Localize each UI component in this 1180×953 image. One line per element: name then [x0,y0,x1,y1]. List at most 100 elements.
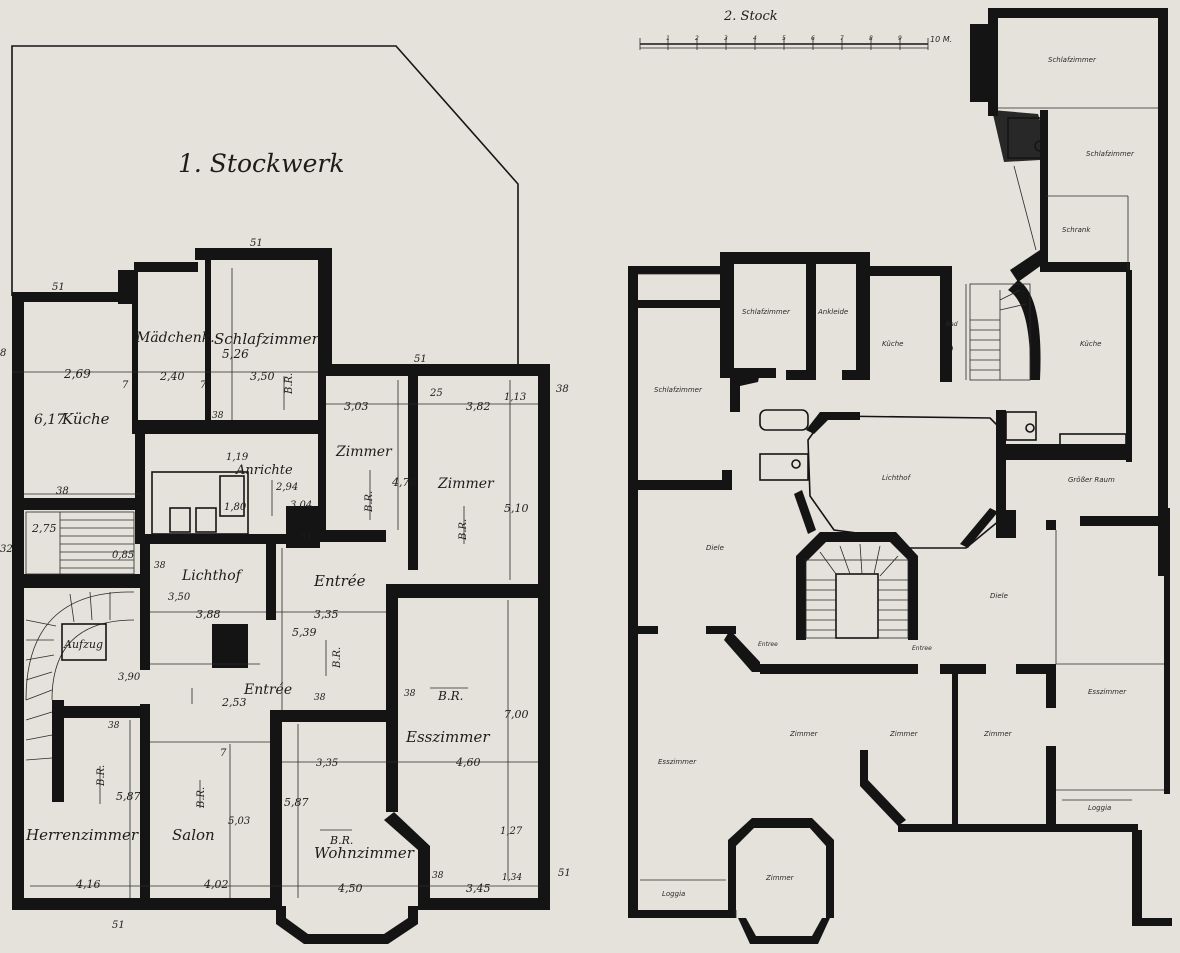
wc-1 [169,507,191,533]
svg-text:51: 51 [414,354,427,365]
stairs-plan2 [796,532,918,640]
svg-text:8: 8 [0,348,6,359]
svg-text:51: 51 [52,282,65,293]
wall-north-kueche [12,292,134,302]
p2-schlafzimmer-c: Schlafzimmer [742,308,791,316]
plan2-title: 2. Stock [723,9,778,24]
plan-1: 1. Stockwerk Mädchenk. Schlafzimmer Küch… [0,45,571,944]
plan1-title: 1. Stockwerk [178,149,344,178]
svg-text:2,53: 2,53 [221,696,247,709]
stairs-plan1 [25,511,135,761]
p2-zimmer-a: Zimmer [789,730,819,738]
svg-text:2: 2 [695,35,699,42]
svg-text:1,27: 1,27 [500,826,523,837]
room-maedchenkammer: Mädchenk. [135,330,215,346]
svg-text:3,04: 3,04 [290,500,312,511]
svg-text:3,45: 3,45 [466,882,491,895]
room-zimmer-1: Zimmer [335,444,393,460]
svg-text:51: 51 [112,920,125,931]
svg-text:38: 38 [432,871,444,881]
room-lichthof: Lichthof [181,568,244,584]
br-label-1: B.R. [284,373,295,395]
wall-west [12,294,24,906]
svg-text:51: 51 [250,238,263,249]
wall-north-schlaf [195,248,331,260]
svg-text:5,87: 5,87 [284,796,309,809]
elevator-shaft [61,623,107,661]
svg-text:2,75: 2,75 [31,522,57,535]
dimension-lines [12,268,540,898]
svg-text:38: 38 [314,693,326,703]
room-schlafzimmer: Schlafzimmer [214,330,320,348]
p2-esszimmer-a: Esszimmer [658,758,697,766]
p2-kueche-b: Küche [1080,340,1101,348]
svg-text:1,80: 1,80 [224,502,247,513]
room-herrenzimmer: Herrenzimmer [25,826,139,844]
br-label-4: B.R. [332,647,343,669]
room-aufzug: Aufzug [63,638,103,651]
svg-text:7: 7 [220,748,227,759]
svg-text:5: 5 [782,35,786,42]
p2-kueche-a: Küche [882,340,903,348]
p2-ankleide: Ankleide [817,308,848,316]
svg-text:32: 32 [0,544,13,555]
svg-text:1: 1 [666,35,670,42]
bathtub [759,409,809,431]
p2-schlafzimmer-d: Schlafzimmer [654,386,703,394]
svg-text:3,90: 3,90 [118,672,141,683]
svg-text:3,35: 3,35 [314,608,339,621]
svg-text:51: 51 [558,868,571,879]
room-zimmer-2: Zimmer [437,476,495,492]
plan-2: 2. Stock 1 2 3 4 5 6 7 8 9 10 M. [628,8,1172,944]
lichthof-outline [807,415,1001,549]
svg-text:2,40: 2,40 [159,370,185,383]
svg-text:10 M.: 10 M. [930,35,952,44]
svg-text:4,76: 4,76 [391,476,417,489]
svg-text:5,10: 5,10 [504,502,529,515]
dimension-numbers-plan1: 51 51 51 51 51 51 8 32 38 38 38 38 38 38… [0,238,571,931]
br-label-5: B.R. [437,689,463,703]
room-salon: Salon [172,826,215,844]
svg-text:4,16: 4,16 [75,878,101,891]
svg-text:2,69: 2,69 [63,367,91,381]
svg-text:2,94: 2,94 [275,482,298,493]
svg-text:4,50: 4,50 [337,882,363,895]
svg-text:7: 7 [200,380,207,391]
svg-text:6,17: 6,17 [34,412,65,428]
svg-text:38: 38 [212,411,224,421]
svg-text:7: 7 [122,380,129,391]
svg-text:3,03: 3,03 [344,400,369,413]
svg-text:3,82: 3,82 [466,400,491,413]
svg-text:3,50: 3,50 [250,370,275,383]
svg-text:5,03: 5,03 [228,816,250,827]
p2-loggia-b: Loggia [1088,804,1111,812]
room-wohnzimmer: Wohnzimmer [314,844,415,862]
svg-text:0,85: 0,85 [112,550,134,561]
bay-window [276,906,418,944]
br-label-3: B.R. [458,519,469,541]
p2-zimmer-b: Zimmer [889,730,919,738]
svg-text:5,39: 5,39 [292,626,317,639]
svg-text:25: 25 [429,388,443,399]
svg-text:8: 8 [869,35,873,42]
svg-text:4,60: 4,60 [455,756,481,769]
scale-bar: 1 2 3 4 5 6 7 8 9 10 M. [639,35,952,50]
p2-bad: Bad [946,321,958,328]
svg-text:38: 38 [404,689,416,699]
room-entree-1: Entrée [313,572,366,590]
svg-text:6: 6 [811,35,815,42]
svg-text:38: 38 [108,721,120,731]
svg-text:3,88: 3,88 [196,608,221,621]
p2-entree-a: Entree [758,641,778,648]
room-kueche: Küche [61,410,110,428]
plan2-room-labels: Schlafzimmer Schlafzimmer Schrank Schlaf… [654,56,1135,898]
br-label-2: B.R. [364,491,375,513]
svg-text:1,13: 1,13 [504,392,526,403]
p2-entree-b: Entree [912,645,932,652]
p2-zimmer-d: Zimmer [765,874,795,882]
svg-text:38: 38 [154,561,166,571]
p2-schrank: Schrank [1062,226,1091,234]
p2-schlafzimmer-a: Schlafzimmer [1048,56,1097,64]
